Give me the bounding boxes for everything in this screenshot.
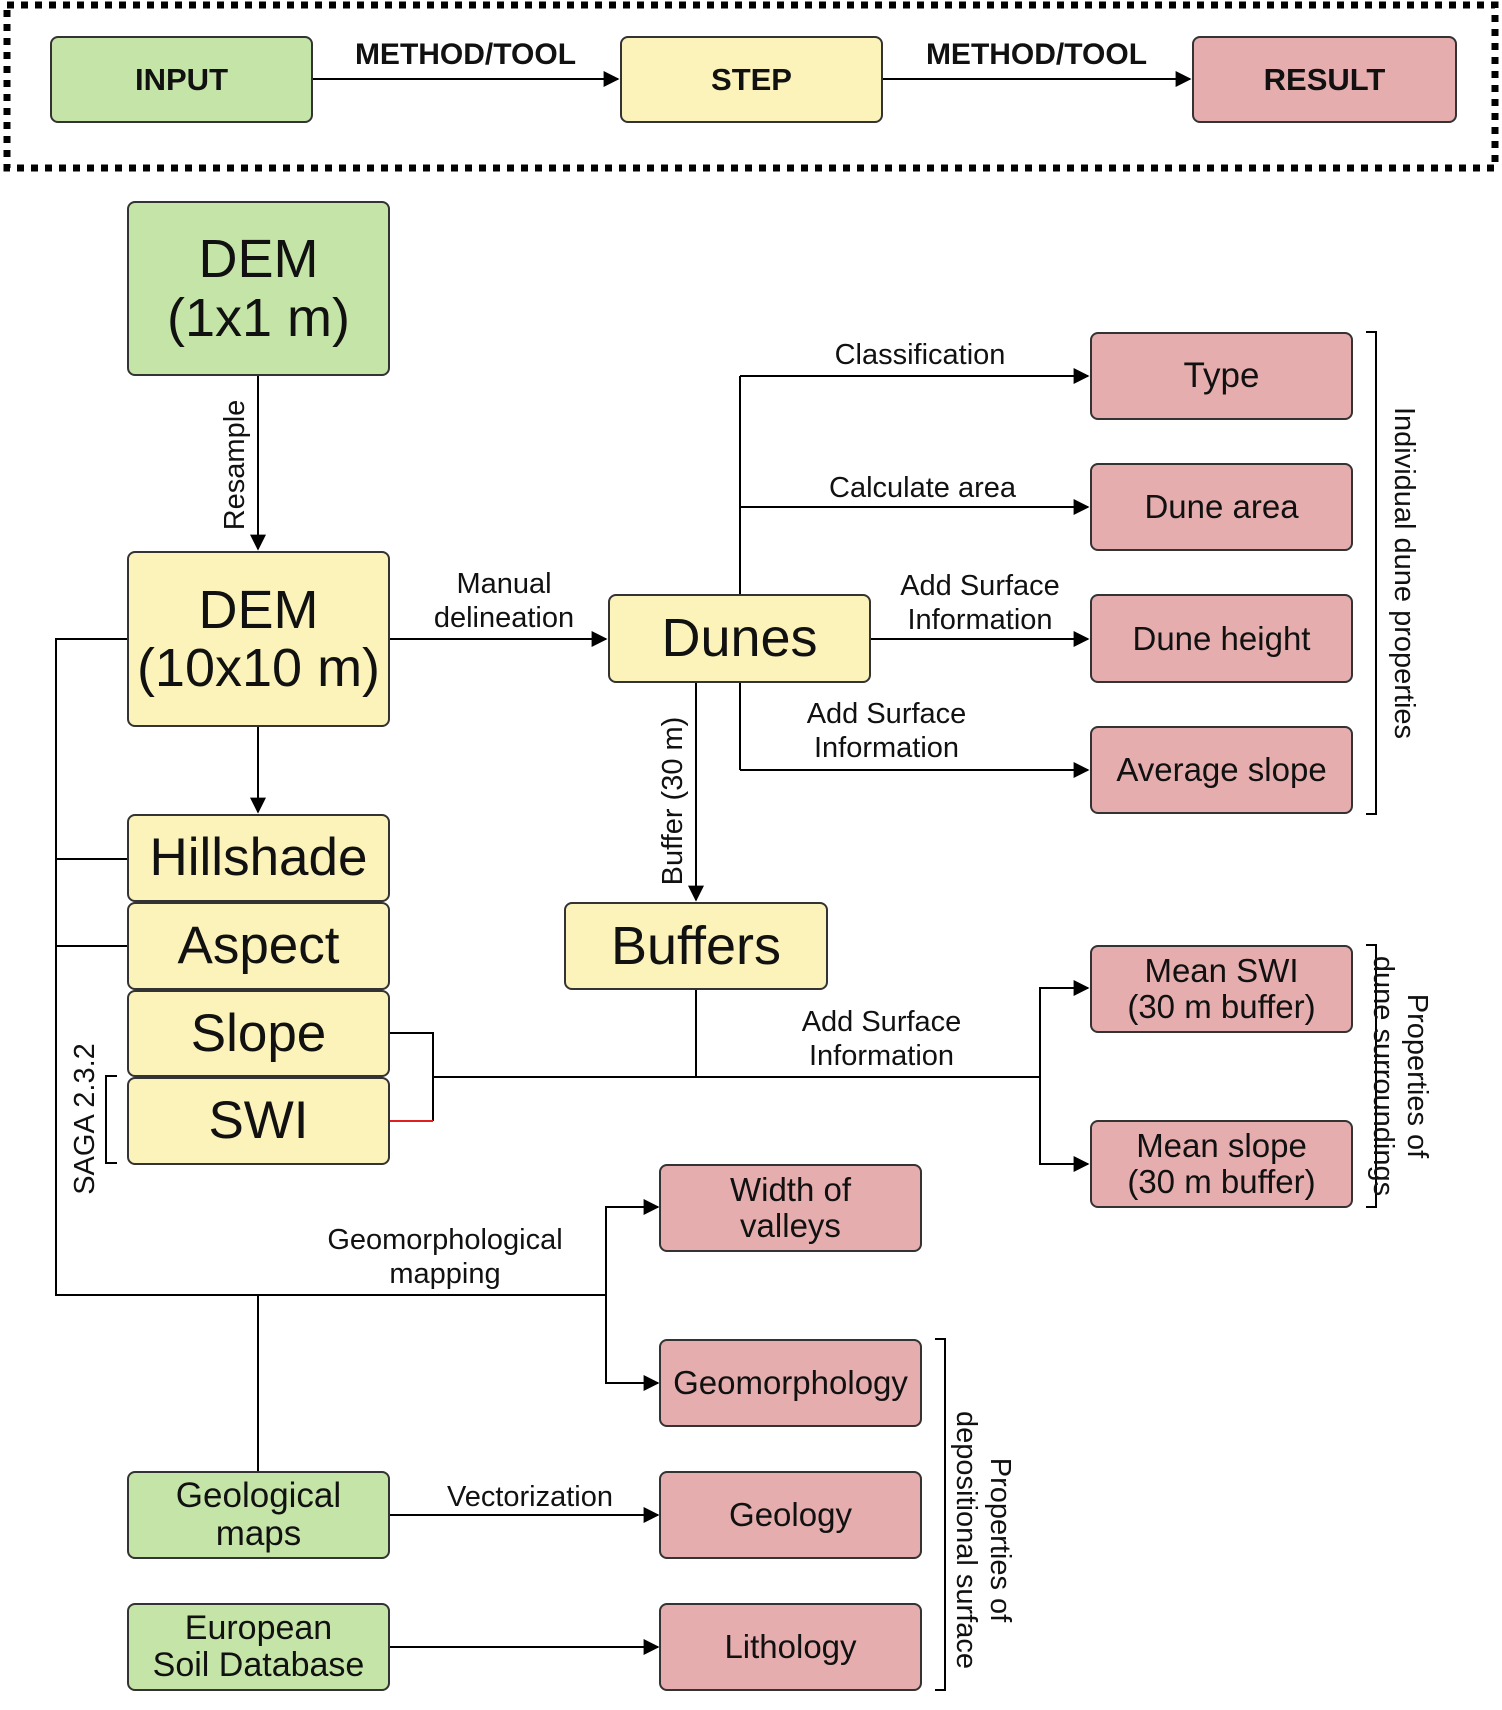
split-lower (1039, 1077, 1090, 1172)
node-mean-slope: Mean slope (30 m buffer) (1090, 1120, 1353, 1208)
node-dunes: Dunes (608, 594, 871, 683)
legend-step-box: STEP (620, 36, 883, 123)
node-hillshade: Hillshade (127, 814, 390, 902)
label-calculate-area: Calculate area (829, 472, 1016, 504)
left-trunk (55, 638, 606, 1296)
node-buffers: Buffers (564, 902, 828, 990)
node-type: Type (1090, 332, 1353, 420)
legend-method-tool-1: METHOD/TOOL (354, 38, 577, 71)
label-add-surface-info-buffers: Add Surface Information (801, 1006, 962, 1072)
node-aspect: Aspect (127, 902, 390, 990)
bracket-surroundings (1366, 944, 1377, 1208)
saga-bracket (105, 1075, 117, 1164)
bracket-individual (1366, 331, 1377, 815)
node-width-of-valleys: Width of valleys (659, 1164, 922, 1252)
legend-method-tool-2: METHOD/TOOL (925, 38, 1148, 71)
label-saga: SAGA 2.3.2 (69, 1043, 101, 1195)
legend-frame (3, 1, 1499, 172)
edge-width-valleys (605, 1199, 660, 1295)
edge-geomorphology (605, 1295, 660, 1391)
legend-input-box: INPUT (50, 36, 313, 123)
node-dem-1x1: DEM (1x1 m) (127, 201, 390, 376)
label-resample: Resample (219, 399, 251, 531)
label-depositional-surface: Properties of depositional surface (950, 1411, 1016, 1669)
label-dune-surroundings: Properties of dune surroundings (1367, 955, 1433, 1197)
slope-connector (390, 1032, 434, 1121)
label-classification: Classification (834, 339, 1006, 371)
node-lithology: Lithology (659, 1603, 922, 1691)
label-manual-delineation: Manual delineation (433, 568, 575, 634)
node-european-soil-database: European Soil Database (127, 1603, 390, 1691)
node-geology: Geology (659, 1471, 922, 1559)
node-swi: SWI (127, 1077, 390, 1165)
node-geological-maps: Geological maps (127, 1471, 390, 1559)
label-buffer-30m: Buffer (30 m) (657, 716, 689, 886)
node-geomorphology: Geomorphology (659, 1339, 922, 1427)
label-geomorphological-mapping: Geomorphological mapping (327, 1224, 563, 1290)
label-individual-dune-properties: Individual dune properties (1388, 406, 1420, 740)
node-dune-area: Dune area (1090, 463, 1353, 551)
node-slope: Slope (127, 990, 390, 1077)
legend-result-box: RESULT (1192, 36, 1457, 123)
node-dem-10x10: DEM (10x10 m) (127, 551, 390, 727)
split-upper (1039, 980, 1090, 1077)
node-dune-height: Dune height (1090, 594, 1353, 683)
label-add-surface-info-slope: Add Surface Information (806, 698, 967, 764)
node-mean-swi: Mean SWI (30 m buffer) (1090, 945, 1353, 1033)
bracket-depositional (935, 1338, 946, 1691)
label-vectorization: Vectorization (446, 1481, 614, 1513)
node-average-slope: Average slope (1090, 726, 1353, 814)
label-add-surface-info-height: Add Surface Information (900, 570, 1060, 636)
